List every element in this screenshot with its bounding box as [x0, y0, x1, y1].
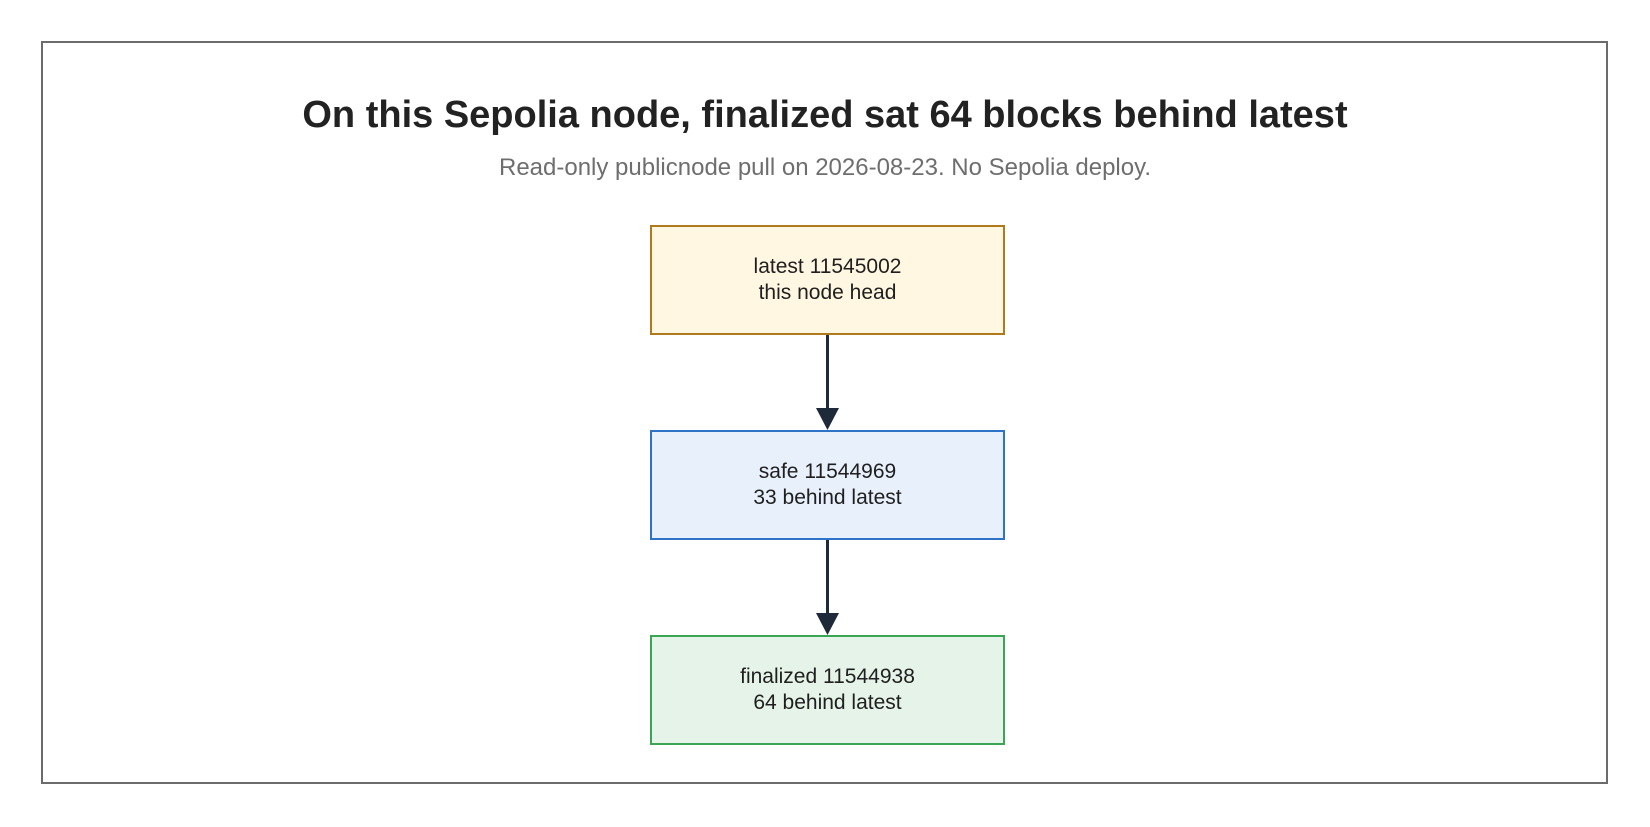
diagram-subtitle: Read-only publicnode pull on 2026-08-23.… — [498, 154, 1151, 181]
diagram-title: On this Sepolia node, finalized sat 64 b… — [302, 94, 1348, 136]
node-safe-line1: safe 11544969 — [758, 460, 897, 483]
node-latest: latest 11545002 this node head — [650, 225, 1005, 335]
node-latest-line2: this node head — [758, 281, 897, 304]
node-latest-line1: latest 11545002 — [753, 255, 902, 278]
node-safe: safe 11544969 33 behind latest — [650, 430, 1005, 540]
node-finalized-line2: 64 behind latest — [753, 691, 902, 714]
node-finalized: finalized 11544938 64 behind latest — [650, 635, 1005, 745]
node-finalized-line1: finalized 11544938 — [740, 665, 915, 688]
node-safe-line2: 33 behind latest — [753, 486, 902, 509]
